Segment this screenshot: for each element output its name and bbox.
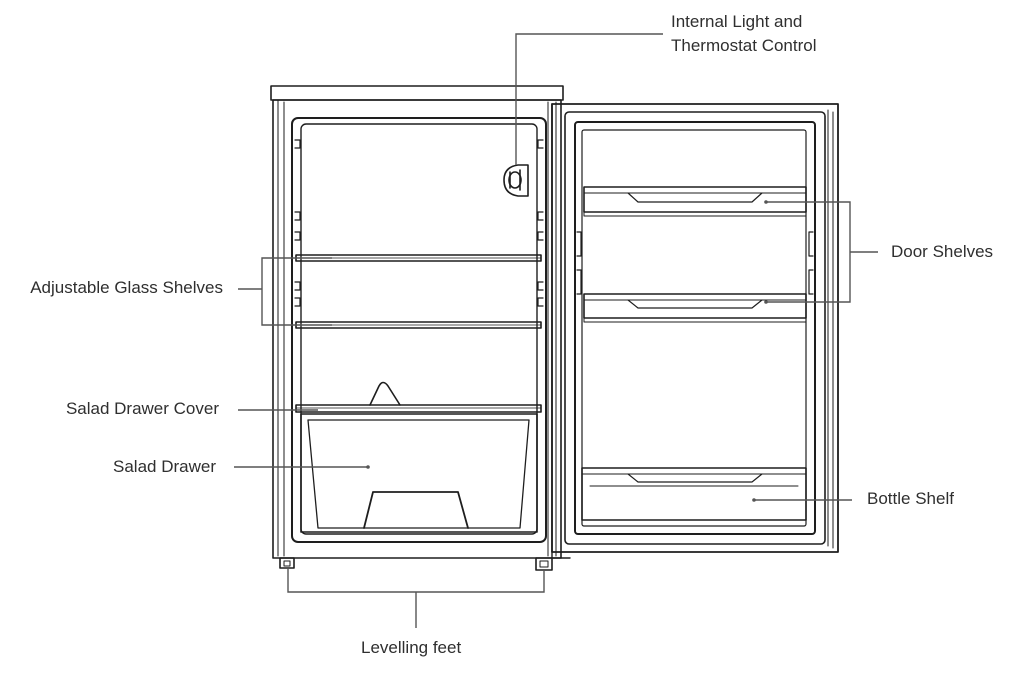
cabinet-hinge-strip: [547, 101, 557, 557]
thermostat-light-unit: [503, 164, 529, 197]
glass-shelf-lower: [295, 321, 542, 329]
salad-drawer-rear-hump: [369, 381, 401, 406]
label-door-shelves: Door Shelves: [891, 242, 994, 261]
door-gasket-outer: [564, 111, 826, 545]
leader-dot-salad-drawer: [366, 465, 370, 469]
leader-internal-light: [515, 33, 663, 165]
label-bottle-shelf: Bottle Shelf: [867, 489, 954, 508]
door-shelf-upper: [583, 186, 807, 217]
door-liner-inset: [581, 129, 807, 527]
shelf-support-ribs: [294, 139, 544, 307]
label-salad-drawer: Salad Drawer: [113, 457, 216, 476]
label-salad-drawer-cover: Salad Drawer Cover: [65, 399, 219, 418]
label-internal-light-line2: Thermostat Control: [671, 36, 817, 55]
door-side-ribs: [576, 231, 814, 295]
label-levelling-feet: Levelling feet: [361, 638, 462, 657]
door-hinge-edge: [551, 103, 571, 559]
salad-drawer-body: [300, 413, 538, 533]
label-internal-light-line1: Internal Light and: [671, 12, 803, 31]
leader-levelling-feet-bracket: [287, 568, 545, 593]
salad-drawer-cover: [295, 381, 542, 413]
salad-drawer-handle: [363, 491, 469, 529]
levelling-foot-right: [535, 557, 553, 571]
leader-dot-door-shelf-upper: [764, 200, 768, 204]
door-right-edge-detail: [827, 109, 834, 549]
leader-dot-door-shelf-middle: [764, 300, 768, 304]
label-adjustable-glass-shelves: Adjustable Glass Shelves: [30, 278, 223, 297]
door-bottle-shelf: [581, 467, 807, 521]
levelling-foot-left: [279, 557, 295, 569]
door-outer-frame: [551, 103, 839, 553]
leader-glass-shelves-bracket: [261, 257, 332, 326]
cabinet-inner-liner-outer: [291, 117, 547, 543]
leader-dot-bottle-shelf: [752, 498, 756, 502]
cabinet-left-wall-detail: [277, 99, 285, 557]
cabinet-inner-liner-inner: [300, 123, 538, 535]
door-panel: [551, 103, 839, 559]
door-shelf-middle: [583, 293, 807, 323]
cabinet-body: [270, 85, 564, 559]
cabinet-top-lid: [270, 85, 564, 101]
door-liner-inner: [574, 121, 816, 535]
glass-shelf-upper: [295, 254, 542, 262]
cabinet-outer-shell: [272, 99, 562, 559]
